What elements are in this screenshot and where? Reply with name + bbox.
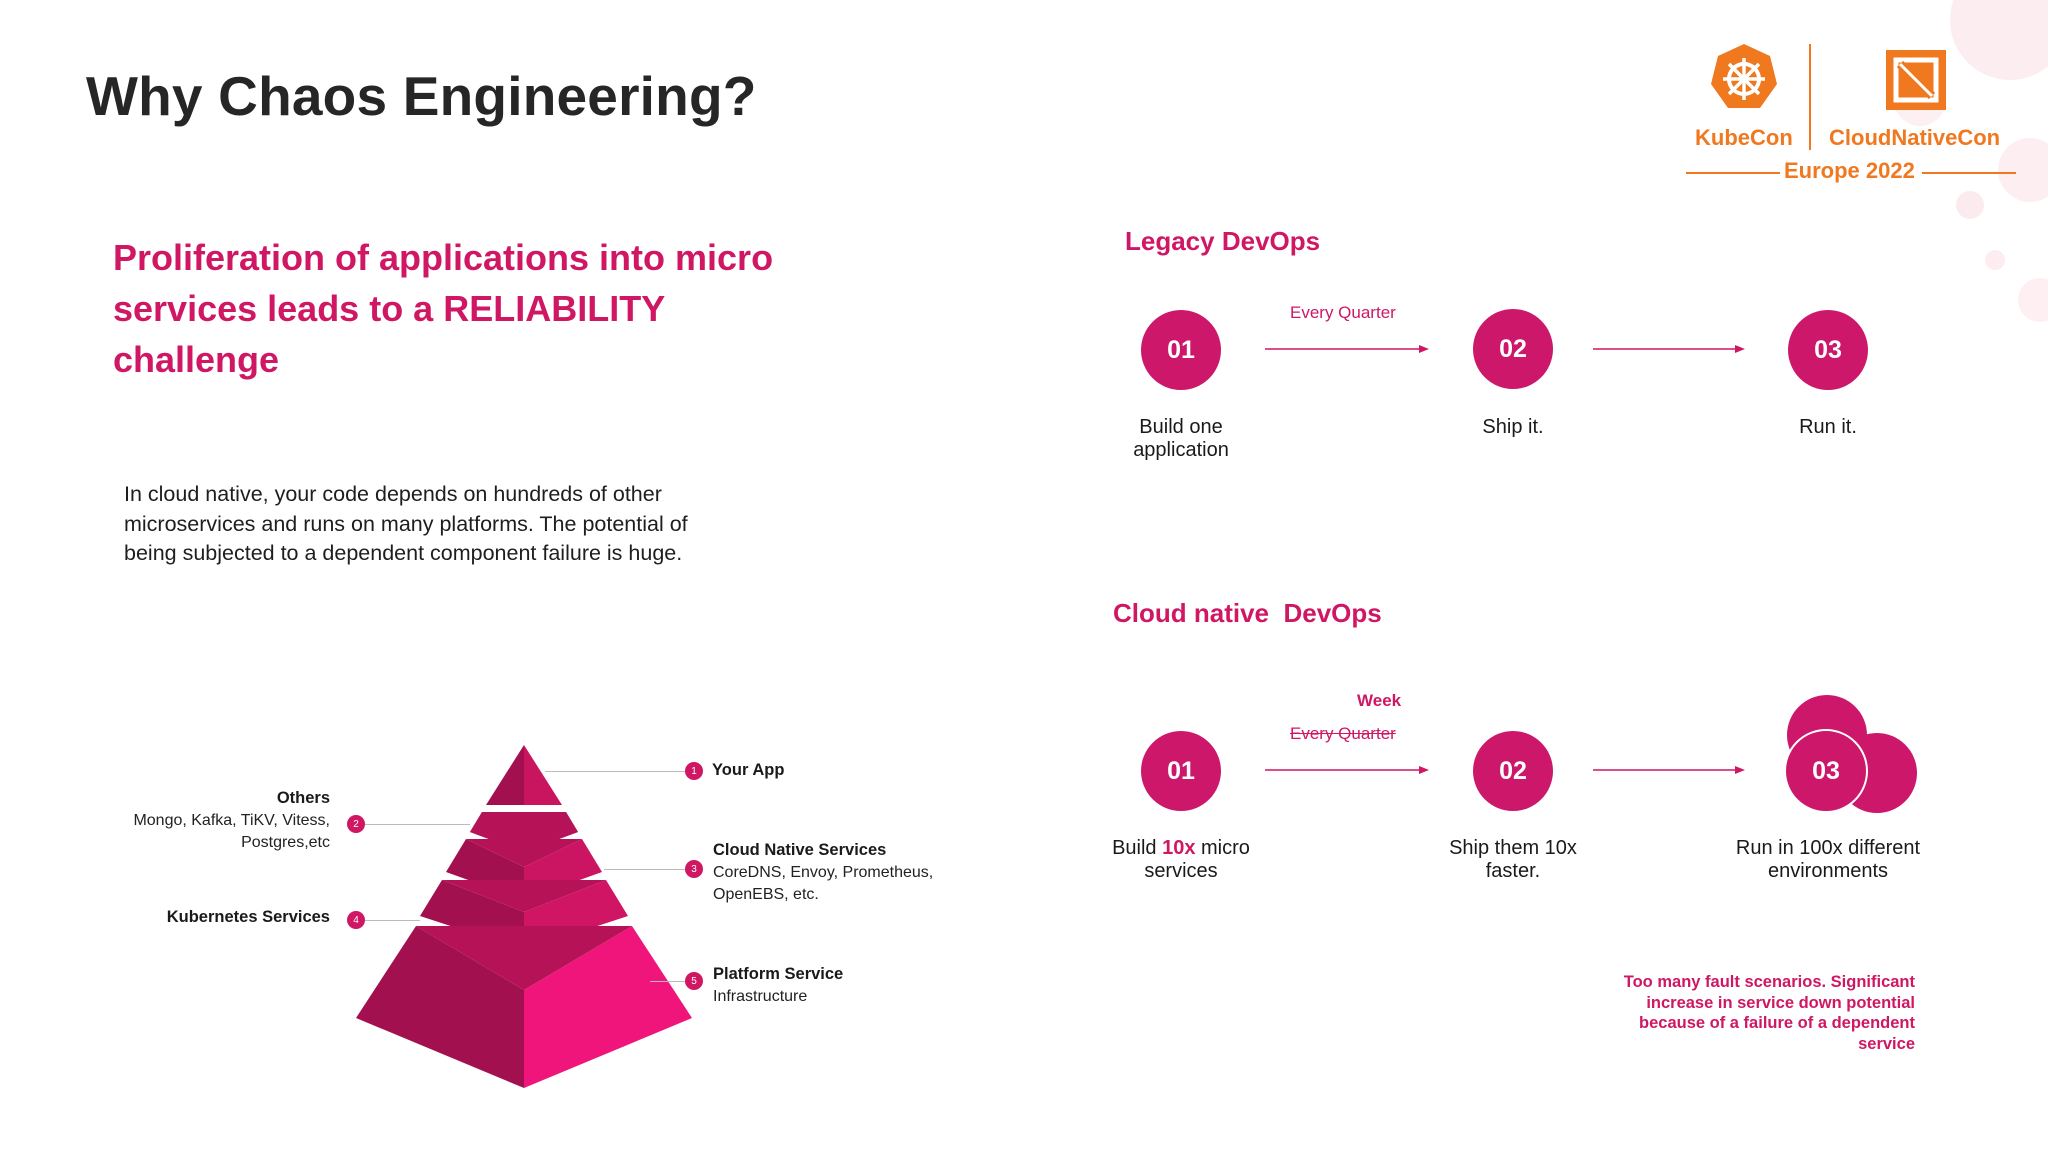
cloud-step-1-circle: 01 xyxy=(1141,731,1221,811)
cloud-step-3-circle: 03 xyxy=(1784,729,1868,813)
connector-4 xyxy=(365,920,420,921)
cloud-step-3-caption: Run in 100x different environments xyxy=(1735,837,1921,882)
cloud-step-1-caption: Build 10x micro services xyxy=(1112,837,1250,882)
pyramid-tier-1-left xyxy=(486,745,524,805)
pyramid-dot-5: 5 xyxy=(685,972,703,990)
pyramid-label-others: Others Mongo, Kafka, TiKV, Vitess, Postg… xyxy=(133,789,330,851)
legacy-step-2-circle: 02 xyxy=(1473,309,1553,389)
page-title: Why Chaos Engineering? xyxy=(86,65,757,127)
cloud-arrow-label-old: Every Quarter xyxy=(1290,724,1396,743)
pyramid-label-kubernetes-services: Kubernetes Services xyxy=(166,908,330,926)
pyramid-tier-5-left xyxy=(356,926,524,1088)
legacy-step-3-circle: 03 xyxy=(1788,310,1868,390)
cloud-heading: Cloud native DevOps xyxy=(1113,598,1382,628)
legacy-step-1-caption: Build one application xyxy=(1133,416,1229,461)
fault-note: Too many fault scenarios. Significant in… xyxy=(1623,973,1915,1053)
legacy-heading: Legacy DevOps xyxy=(1125,226,1321,256)
cncf-square-icon xyxy=(1886,50,1946,110)
pyramid-tier-5-right xyxy=(524,926,692,1088)
cloud-arrow-2 xyxy=(1593,766,1745,774)
legacy-arrow-label: Every Quarter xyxy=(1290,303,1396,322)
connector-3 xyxy=(604,869,686,870)
pyramid-label-platform-service: Platform Service Infrastructure xyxy=(713,965,844,1005)
cloud-arrow-1 xyxy=(1265,766,1429,774)
legacy-arrow-1 xyxy=(1265,345,1429,353)
cloud-step-2-circle: 02 xyxy=(1473,731,1553,811)
highlight-10x: 10x xyxy=(1162,837,1196,859)
pyramid-dot-2: 2 xyxy=(347,815,365,833)
logo-rule-right xyxy=(1922,172,2016,174)
pyramid-dot-3: 3 xyxy=(685,860,703,878)
connector-5 xyxy=(650,981,686,982)
kubecon-label: KubeCon xyxy=(1695,125,1793,150)
body-paragraph: In cloud native, your code depends on hu… xyxy=(124,482,688,565)
legacy-step-3-caption: Run it. xyxy=(1799,416,1857,438)
cloud-arrow-label-new: Week xyxy=(1357,691,1402,710)
service-pyramid xyxy=(356,745,692,1088)
event-logo: KubeCon CloudNativeCon Europe 2022 xyxy=(1684,40,2020,190)
helm-wheel-icon xyxy=(1711,44,1777,108)
cloud-step-2-caption: Ship them 10x faster. xyxy=(1449,837,1577,882)
legacy-arrow-2 xyxy=(1593,345,1745,353)
legacy-step-2-caption: Ship it. xyxy=(1482,416,1544,438)
pyramid-dot-1: 1 xyxy=(685,762,703,780)
cloudnativecon-label: CloudNativeCon xyxy=(1829,125,2001,150)
connector-2 xyxy=(365,824,470,825)
legacy-step-1-circle: 01 xyxy=(1141,310,1221,390)
pyramid-label-your-app: Your App xyxy=(712,761,785,779)
logo-rule-left xyxy=(1686,172,1780,174)
event-label: Europe 2022 xyxy=(1784,158,1915,183)
pyramid-tier-1-right xyxy=(524,745,562,805)
pyramid-label-cloud-native-services: Cloud Native Services CoreDNS, Envoy, Pr… xyxy=(713,841,934,903)
slide-subtitle: Proliferation of applications into micro… xyxy=(113,237,774,380)
pyramid-dot-4: 4 xyxy=(347,911,365,929)
connector-1 xyxy=(545,771,686,772)
logo-divider xyxy=(1809,44,1811,150)
